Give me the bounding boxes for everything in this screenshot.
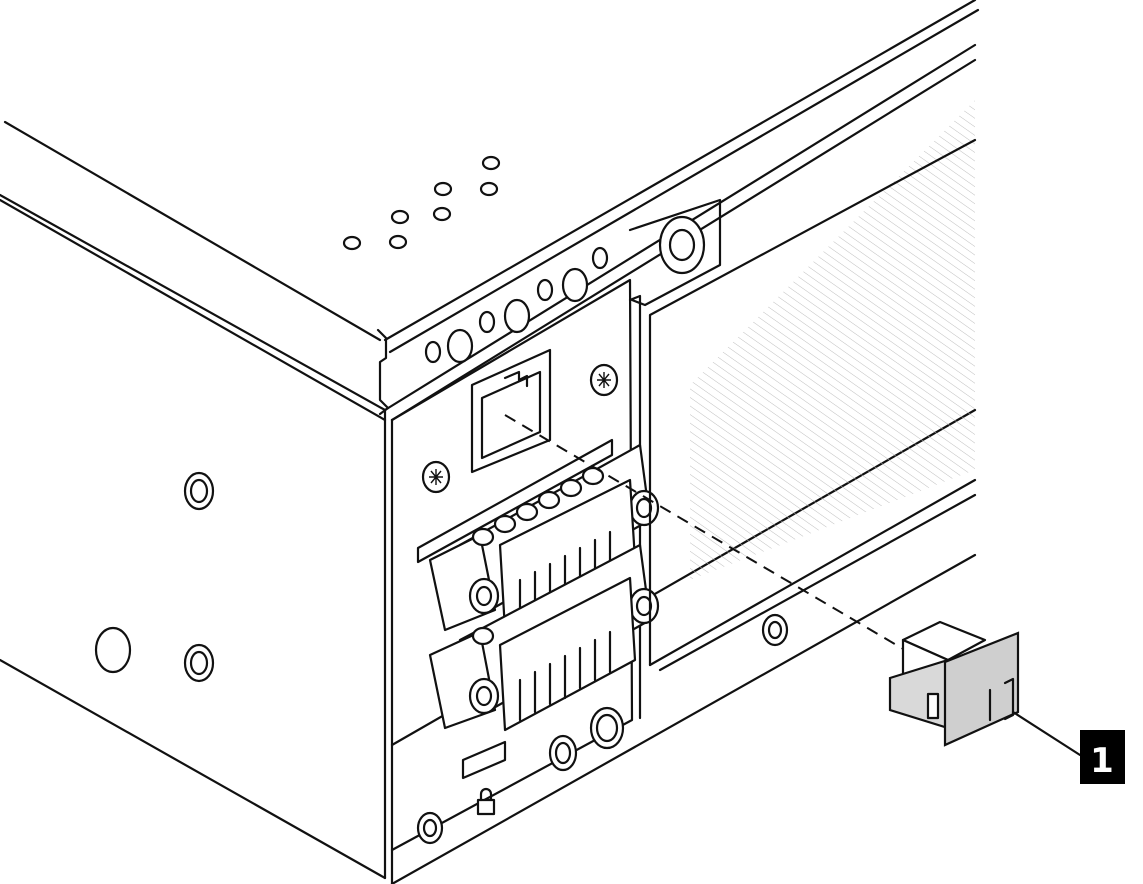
- top-vent-holes: [342, 155, 501, 251]
- callout-1: 1: [1080, 730, 1125, 784]
- side-panel-screws: [94, 471, 215, 683]
- front-lip-holes: [424, 246, 609, 364]
- callout-box: [1080, 730, 1125, 784]
- terminal-screws-upper: [471, 466, 605, 547]
- plate-screw-left: [421, 460, 451, 494]
- vent-grill: [648, 100, 977, 672]
- rj45-port: [470, 348, 552, 474]
- plate-screw-top: [589, 363, 619, 397]
- padlock-icon: [461, 740, 507, 816]
- rj45-dust-cover: [504, 414, 1082, 757]
- io-plate: [390, 198, 789, 852]
- callout-label: 1: [1090, 741, 1114, 781]
